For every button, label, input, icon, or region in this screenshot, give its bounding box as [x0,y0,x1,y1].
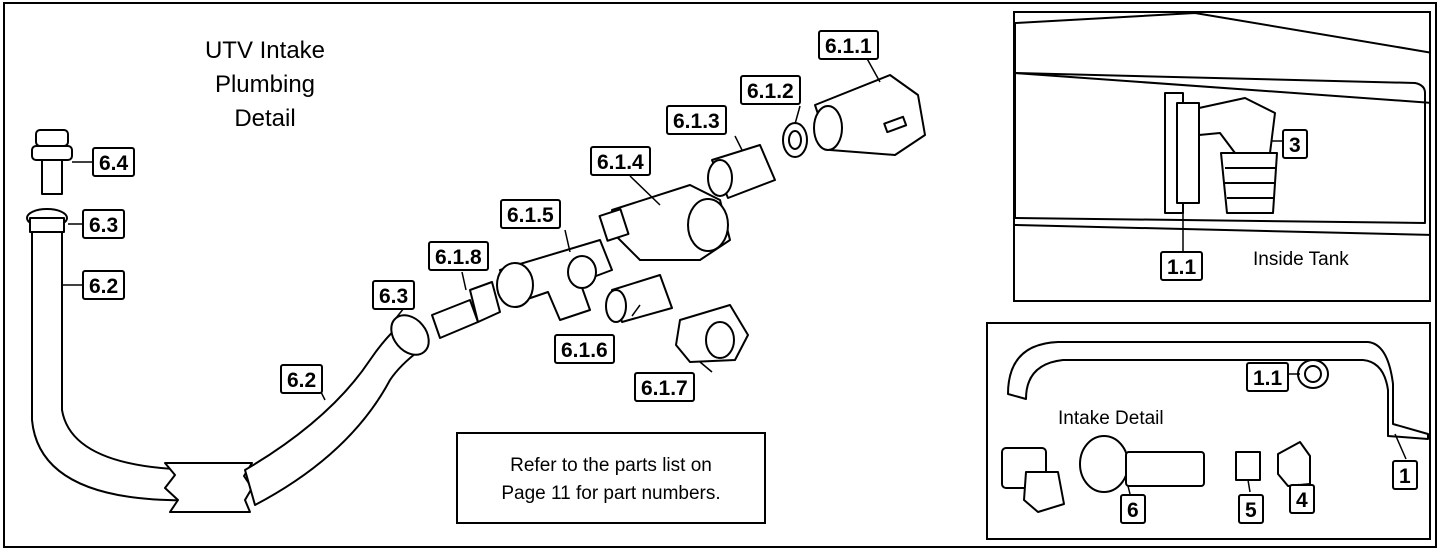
note-line-2: Page 11 for part numbers. [501,483,721,504]
parts-note: Refer to the parts list on Page 11 for p… [456,432,766,524]
hose-mid [244,324,421,506]
note-line-1: Refer to the parts list on [510,455,712,476]
label-6-1-8: 6.1.8 [428,241,489,271]
label-6: 6 [1120,494,1146,524]
label-6-4: 6.4 [92,147,136,177]
label-1-1-tank: 1.1 [1160,251,1204,281]
label-1: 1 [1392,460,1418,490]
label-6-1-1: 6.1.1 [818,30,879,60]
label-4: 4 [1289,484,1315,514]
fitting-6-4-mid [31,145,73,161]
title-line-2: Plumbing [214,71,316,98]
diagram-frame [3,2,1437,548]
fitting-6-4-top [35,129,69,147]
intake-detail-caption: Intake Detail [1058,408,1164,429]
inside-tank-caption: Inside Tank [1253,249,1349,270]
title-line-3: Detail [234,105,296,132]
inside-tank-drawing [1015,13,1429,251]
label-6-3-mid: 6.3 [372,280,416,310]
label-6-1-7: 6.1.7 [634,372,695,402]
label-6-1-5: 6.1.5 [500,199,561,229]
clamp-left-band [29,217,65,233]
label-5: 5 [1238,494,1264,524]
label-6-1-3: 6.1.3 [666,105,727,135]
intake-detail-panel: 1.1 Intake Detail 1 4 5 6 [986,322,1431,540]
label-3: 3 [1282,129,1308,159]
clamp-mid [390,314,430,356]
hose-break [164,462,253,513]
label-6-1-4: 6.1.4 [590,146,651,176]
fitting-6-4-barb [41,159,63,195]
hose-left [31,224,251,502]
label-6-3-left: 6.3 [82,209,126,239]
title-line-1: UTV Intake [204,37,326,64]
label-6-2-left: 6.2 [82,270,126,300]
label-1-1-intake: 1.1 [1246,362,1290,392]
inside-tank-panel: 3 1.1 Inside Tank [1013,11,1431,302]
barb-6-1-8 [431,299,479,339]
diagram-title: UTV Intake Plumbing Detail [170,34,360,136]
intake-detail-drawing [1001,341,1429,513]
label-6-2-mid: 6.2 [280,364,324,394]
label-6-1-2: 6.1.2 [740,75,801,105]
label-6-1-6: 6.1.6 [554,334,615,364]
